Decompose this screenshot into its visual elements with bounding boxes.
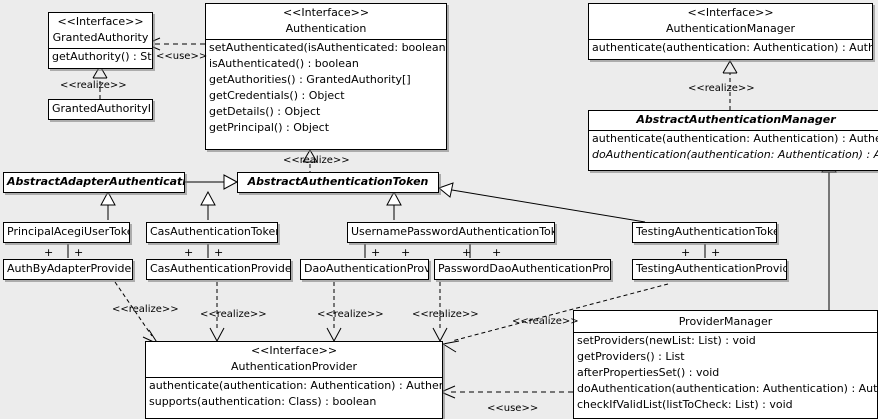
members-section: authenticate(authentication: Authenticat… xyxy=(146,377,442,410)
class-name: AuthenticationManager xyxy=(666,22,795,35)
member-row: getPrincipal() : Object xyxy=(209,121,330,134)
member-row: getProviders() : List xyxy=(577,350,685,363)
class-name: PasswordDaoAuthenticationProvider xyxy=(438,262,610,275)
stereotype-label: <<Interface>> xyxy=(687,6,774,19)
class-cas-authentication-provider[interactable]: CasAuthenticationProvider xyxy=(146,259,291,280)
class-password-dao-authentication-provider[interactable]: PasswordDaoAuthenticationProvider xyxy=(434,259,611,280)
class-header: <<Interface>> AuthenticationProvider xyxy=(146,342,442,377)
class-header: <<Interface>> GrantedAuthority xyxy=(49,13,152,48)
class-granted-authority-impl[interactable]: GrantedAuthorityImpl xyxy=(48,99,153,120)
class-authentication-provider[interactable]: <<Interface>> AuthenticationProvider aut… xyxy=(145,341,443,419)
class-name: TestingAuthenticationProvider xyxy=(636,262,787,275)
members-section: setProviders(newList: List) : void getPr… xyxy=(574,332,877,413)
relationship-label-realize-cas: <<realize>> xyxy=(200,309,267,320)
member-row: afterPropertiesSet() : void xyxy=(577,366,720,379)
member-row: doAuthentication(authentication: Authent… xyxy=(577,382,878,395)
members-section: authenticate(authentication: Authenticat… xyxy=(589,130,878,163)
class-header: AbstractAuthenticationToken xyxy=(238,173,438,191)
relationship-label-realize-provider-manager: <<realize>> xyxy=(512,316,579,327)
stereotype-label: <<Interface>> xyxy=(250,344,338,357)
member-row: authenticate(authentication: Authenticat… xyxy=(592,132,878,145)
relationship-label-realize-auth-by-adapter: <<realize>> xyxy=(112,304,179,315)
relationship-label-realize-dao: <<realize>> xyxy=(317,309,384,320)
class-username-password-authentication-token[interactable]: UsernamePasswordAuthenticationToken xyxy=(347,222,555,243)
relationship-label-realize-granted-authority: <<realize>> xyxy=(60,80,127,91)
class-abstract-adapter-authentication-token[interactable]: AbstractAdapterAuthenticationToken xyxy=(3,172,185,193)
class-authentication-manager[interactable]: <<Interface>> AuthenticationManager auth… xyxy=(588,3,873,60)
class-name: CasAuthenticationToken xyxy=(150,225,278,238)
member-row: setAuthenticated(isAuthenticated: boolea… xyxy=(209,41,447,54)
class-name: AbstractAdapterAuthenticationToken xyxy=(7,175,184,188)
class-name: Authentication xyxy=(285,22,367,35)
association-marker: + xyxy=(462,246,472,259)
class-name: PrincipalAcegiUserToken xyxy=(7,225,130,238)
class-provider-manager[interactable]: ProviderManager setProviders(newList: Li… xyxy=(573,310,878,419)
member-row: setProviders(newList: List) : void xyxy=(577,334,756,347)
association-marker: + xyxy=(711,246,721,259)
class-auth-by-adapter-provider[interactable]: AuthByAdapterProvider xyxy=(3,259,133,280)
relationship-label-realize-password-dao: <<realize>> xyxy=(412,309,479,320)
class-granted-authority[interactable]: <<Interface>> GrantedAuthority getAuthor… xyxy=(48,12,153,69)
class-cas-authentication-token[interactable]: CasAuthenticationToken xyxy=(146,222,278,243)
stereotype-label: <<Interface>> xyxy=(57,15,144,28)
class-name: TestingAuthenticationToken xyxy=(636,225,777,238)
class-name: DaoAuthenticationProvider xyxy=(304,262,429,275)
member-row: getCredentials() : Object xyxy=(209,89,345,102)
member-row: getDetails() : Object xyxy=(209,105,321,118)
association-marker: + xyxy=(44,246,54,259)
members-section: setAuthenticated(isAuthenticated: boolea… xyxy=(206,39,446,136)
class-dao-authentication-provider[interactable]: DaoAuthenticationProvider xyxy=(300,259,429,280)
class-header: <<Interface>> Authentication xyxy=(206,4,446,39)
members-section: getAuthority() : String xyxy=(49,48,152,65)
class-header: <<Interface>> AuthenticationManager xyxy=(589,4,872,39)
class-testing-authentication-provider[interactable]: TestingAuthenticationProvider xyxy=(632,259,787,280)
member-row: authenticate(authentication: Authenticat… xyxy=(149,379,442,392)
class-testing-authentication-token[interactable]: TestingAuthenticationToken xyxy=(632,222,777,243)
class-name: CasAuthenticationProvider xyxy=(150,262,291,275)
class-authentication[interactable]: <<Interface>> Authentication setAuthenti… xyxy=(205,3,447,150)
class-name: GrantedAuthorityImpl xyxy=(52,102,152,115)
class-abstract-authentication-token[interactable]: AbstractAuthenticationToken xyxy=(237,172,439,193)
member-row: checkIfValidList(listToCheck: List) : vo… xyxy=(577,398,793,411)
member-row: isAuthenticated() : boolean xyxy=(209,57,359,70)
relationship-label-use-granted-authority: <<use>> xyxy=(156,51,208,62)
class-name: AuthByAdapterProvider xyxy=(7,262,133,275)
member-row: getAuthority() : String xyxy=(52,50,152,63)
members-section: authenticate(authentication: Authenticat… xyxy=(589,39,872,56)
member-row: getAuthorities() : GrantedAuthority[] xyxy=(209,73,411,86)
class-name: AbstractAuthenticationManager xyxy=(636,113,836,126)
class-header: AbstractAdapterAuthenticationToken xyxy=(4,173,184,191)
association-marker: + xyxy=(401,246,411,259)
association-marker: + xyxy=(371,246,381,259)
class-abstract-authentication-manager[interactable]: AbstractAuthenticationManager authentica… xyxy=(588,110,878,171)
class-name: AbstractAuthenticationToken xyxy=(247,175,429,188)
stereotype-label: <<Interface>> xyxy=(282,6,370,19)
member-row: supports(authentication: Class) : boolea… xyxy=(149,395,377,408)
association-marker: + xyxy=(492,246,502,259)
class-header: AbstractAuthenticationManager xyxy=(589,111,878,130)
member-row: authenticate(authentication: Authenticat… xyxy=(592,41,872,54)
relationship-label-realize-authentication: <<realize>> xyxy=(283,155,350,166)
association-marker: + xyxy=(74,246,84,259)
association-marker: + xyxy=(184,246,194,259)
relationship-label-realize-auth-manager: <<realize>> xyxy=(688,83,755,94)
association-marker: + xyxy=(681,246,691,259)
member-row: doAuthentication(authentication: Authent… xyxy=(592,148,878,161)
association-marker: + xyxy=(214,246,224,259)
class-principal-acegi-user-token[interactable]: PrincipalAcegiUserToken xyxy=(3,222,130,243)
class-name: GrantedAuthority xyxy=(52,31,149,44)
class-name: ProviderManager xyxy=(678,315,773,328)
relationship-label-use-provider-manager: <<use>> xyxy=(487,403,539,414)
class-name: AuthenticationProvider xyxy=(230,360,358,373)
class-name: UsernamePasswordAuthenticationToken xyxy=(351,225,555,238)
